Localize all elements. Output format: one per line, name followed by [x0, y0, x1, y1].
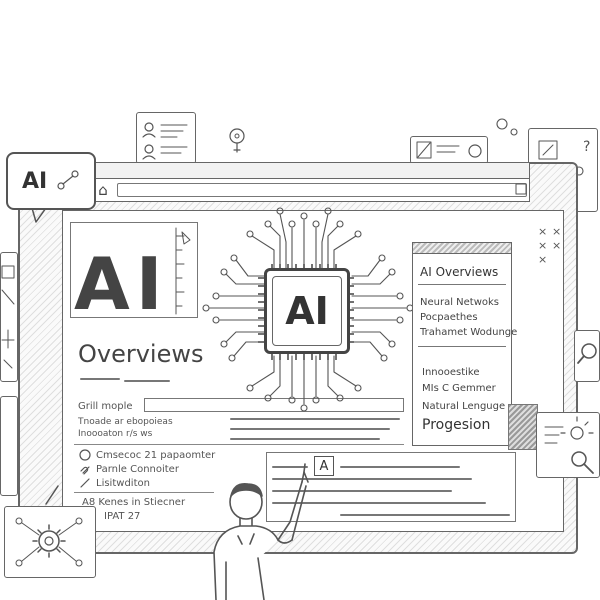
- left-line-2: Tnoade ar ebopoieas: [78, 417, 173, 427]
- idea-card-icon: [544, 416, 594, 474]
- side-card-icons: [1, 265, 15, 369]
- headline-title: AI: [74, 242, 169, 326]
- ai-bubble-label: AI: [22, 168, 48, 194]
- address-bar[interactable]: [117, 183, 527, 197]
- gear-icon: [15, 517, 83, 567]
- text-scribble: [340, 514, 510, 516]
- bubbles-icon: [496, 118, 518, 136]
- gear-card: [4, 506, 96, 578]
- image-card-icon: [416, 141, 482, 159]
- person-illustration: [213, 463, 309, 600]
- text-scribble: [230, 418, 400, 420]
- bottom-content-panel: [266, 452, 516, 522]
- users-card-icon: [142, 122, 188, 160]
- panel-title-rule: [418, 284, 506, 285]
- network-icon: [57, 170, 79, 190]
- left-line-3: Inoooaton r/s ws: [78, 429, 153, 439]
- bullet-item: Lisitwditon: [96, 478, 150, 489]
- circuit-traces: [202, 207, 414, 412]
- close-icon[interactable]: ×: [538, 253, 548, 266]
- svg-text:?: ?: [583, 139, 590, 155]
- side-ruler: [175, 227, 191, 315]
- magnifier-card: [574, 330, 600, 382]
- link-bullet-icon: [80, 466, 90, 475]
- bubble-tail: [31, 208, 47, 223]
- text-scribble: [340, 466, 460, 468]
- text-scribble: [272, 466, 308, 468]
- divider-scribble: [124, 380, 170, 382]
- panel-footer[interactable]: Progesion: [422, 417, 491, 433]
- divider-scribble: [80, 378, 120, 380]
- ai-chip: AI: [264, 268, 350, 354]
- side-card-bottom-left: [0, 396, 18, 496]
- panel-item[interactable]: MIs C Gemmer: [422, 383, 496, 394]
- panel-item[interactable]: Innooestike: [422, 367, 480, 378]
- panel-item[interactable]: Natural Lenguge: [422, 401, 506, 412]
- footer-line-2: IPAT 27: [104, 511, 141, 522]
- text-scribble: [230, 428, 390, 430]
- right-info-panel: [412, 242, 512, 446]
- text-scribble: [272, 478, 472, 480]
- content-rule: [74, 492, 214, 493]
- panel-accent-block: [508, 404, 538, 450]
- header-sketch-box: [70, 222, 198, 318]
- ai-chip-label: AI: [272, 276, 342, 346]
- panel-title: AI Overviews: [420, 265, 499, 279]
- slash-bullet-icon: [80, 478, 90, 488]
- side-card-left: [0, 252, 18, 382]
- text-scribble: [272, 490, 452, 492]
- circle-bullet-icon: [79, 449, 91, 461]
- headline-subtitle: Overviews: [78, 340, 204, 368]
- search-label: Grill mople: [78, 401, 133, 412]
- panel-header-hatch: [413, 243, 511, 254]
- panel-item[interactable]: Neural Netwoks: [420, 297, 500, 308]
- bullet-item: Cmsecoc 21 papaomter: [96, 450, 216, 461]
- ai-speech-bubble: AI: [6, 152, 96, 210]
- panel-rule: [418, 346, 506, 347]
- idea-card: [536, 412, 600, 478]
- close-icon[interactable]: ×: [538, 239, 548, 252]
- browser-navbar: ‹ › ⌂: [62, 178, 530, 202]
- home-icon[interactable]: ⌂: [98, 180, 108, 199]
- text-scribble: [272, 502, 486, 504]
- floating-card-image: [410, 136, 488, 164]
- magnifier-icon: [577, 343, 597, 364]
- search-input[interactable]: [144, 398, 404, 412]
- bottom-badge[interactable]: A: [314, 456, 334, 476]
- panel-item[interactable]: Pocpaethes: [420, 312, 478, 323]
- lightbulb-icon: [229, 128, 245, 153]
- bullet-item: Parnle Connoiter: [96, 464, 179, 475]
- panel-item[interactable]: Trahamet Wodunge: [420, 327, 518, 338]
- close-icon[interactable]: ×: [552, 239, 562, 252]
- close-icon[interactable]: ×: [538, 225, 548, 238]
- content-rule: [74, 444, 404, 445]
- pencil-icon: [45, 485, 59, 505]
- footer-line-1: A8 Kenes in Stiecner: [82, 497, 186, 508]
- floating-card-users: [136, 112, 196, 164]
- text-scribble: [230, 438, 380, 440]
- menu-icon[interactable]: [514, 182, 528, 196]
- close-icon[interactable]: ×: [552, 225, 562, 238]
